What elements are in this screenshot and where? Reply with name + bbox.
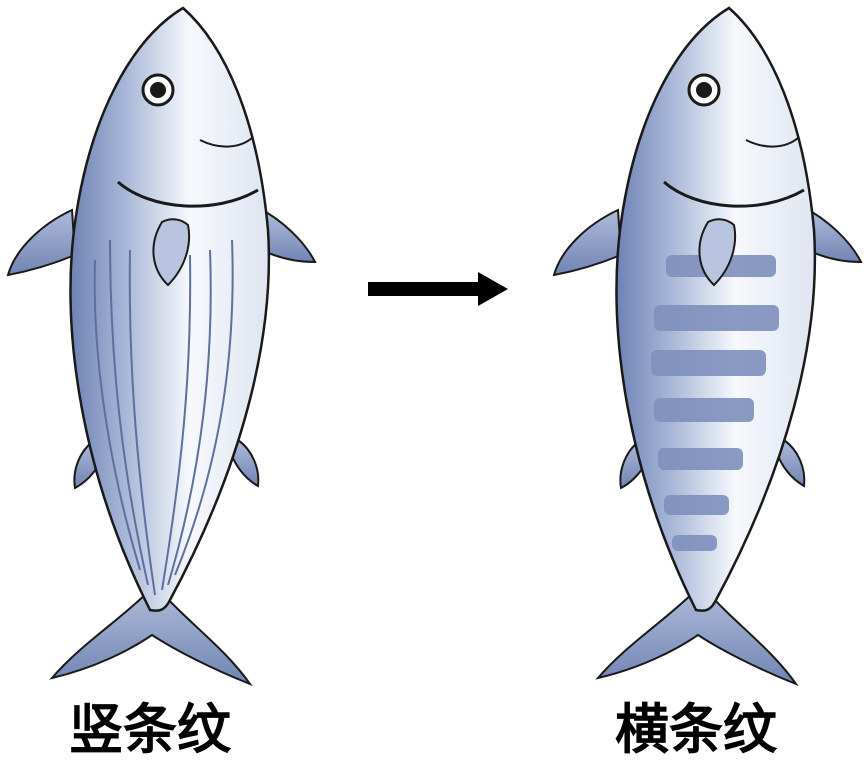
left-fish-body: [69, 6, 271, 612]
left-fish-fin-left: [6, 208, 77, 277]
left-fish-vertical-stripes: [93, 239, 234, 596]
right-fish-tail: [595, 589, 799, 687]
right-fish-side-fin: [698, 218, 737, 287]
right-fish-fin-left: [552, 208, 623, 277]
right-fish-label: 横条纹: [615, 698, 777, 761]
transform-arrow: [368, 272, 508, 306]
right-fish-gill: [663, 180, 805, 208]
left-fish-mouth: [199, 137, 253, 148]
left-fish: [6, 6, 317, 687]
left-fish-label: 竖条纹: [69, 698, 231, 761]
left-fish-gill: [117, 180, 259, 208]
right-fish-fin-right: [811, 210, 863, 264]
right-fish: [552, 6, 863, 687]
left-fish-fin-right: [265, 210, 317, 264]
left-fish-tail: [49, 589, 253, 687]
left-fish-side-fin: [152, 218, 191, 287]
right-fish-mouth: [745, 137, 799, 148]
